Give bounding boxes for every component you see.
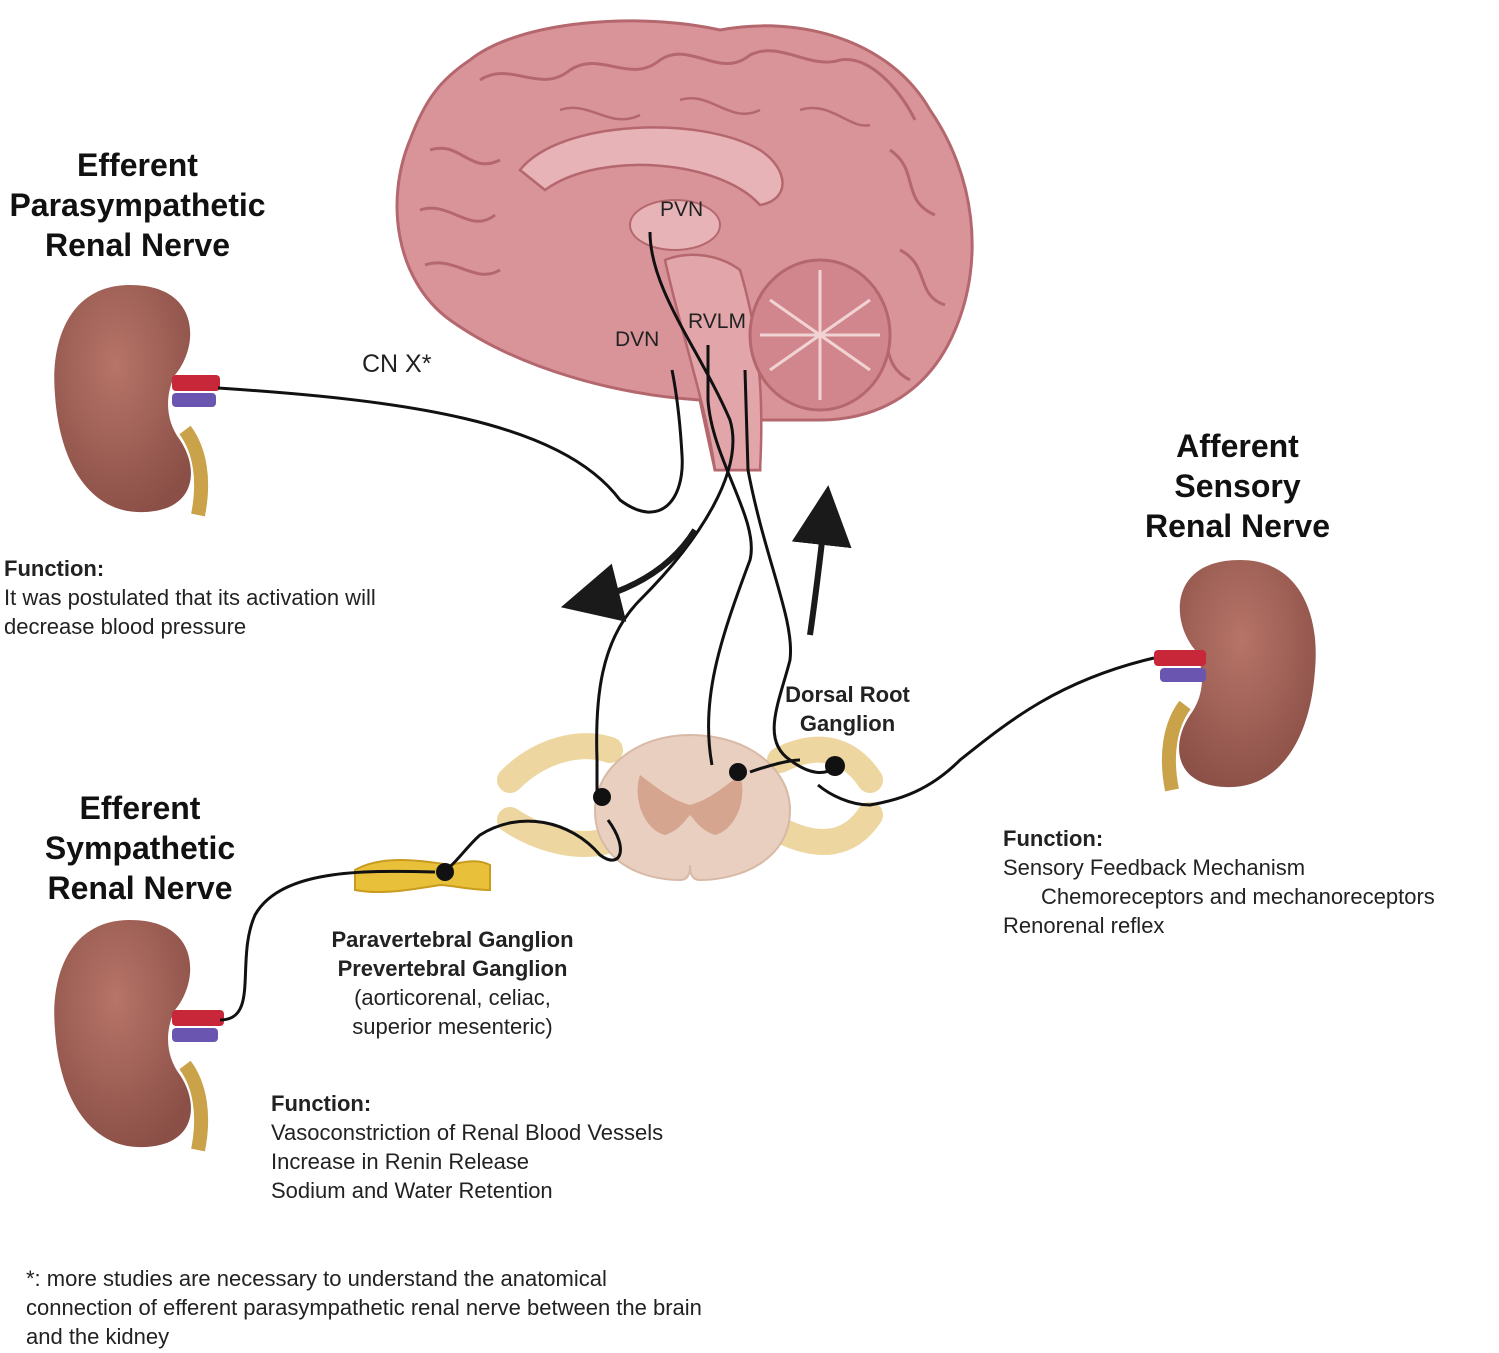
label-pvn: PVN: [660, 198, 704, 221]
spinal-cord-section: [497, 733, 883, 882]
preganglionic-fiber: [439, 819, 622, 874]
drg-line: Dorsal Root: [785, 682, 910, 707]
synapse-dot: [436, 863, 454, 881]
title-line: Renal Nerve: [45, 227, 230, 263]
function-line: Renorenal reflex: [1003, 913, 1165, 938]
drg-soma: [825, 756, 845, 776]
function-line: decrease blood pressure: [4, 614, 247, 639]
postganglionic-fiber: [219, 869, 436, 1022]
title-line: Sympathetic: [44, 830, 236, 866]
function-line: Chemoreceptors and mechanoreceptors: [1041, 884, 1435, 909]
title-sympathetic: Efferent Sympathetic Renal Nerve: [20, 788, 260, 908]
footnote: *: more studies are necessary to underst…: [26, 1264, 702, 1351]
synapse-dot: [729, 763, 747, 781]
label-rvlm: RVLM: [688, 310, 746, 333]
drg-to-dorsal-horn: [749, 758, 801, 774]
kidney-sympathetic: [54, 920, 224, 1152]
function-heading: Function:: [271, 1091, 372, 1116]
nerve-paths: [217, 231, 1155, 1022]
ganglion-line: Prevertebral Ganglion: [337, 956, 568, 981]
descending-arrow: [560, 528, 698, 622]
title-line: Sensory: [1174, 468, 1301, 504]
function-line: Sensory Feedback Mechanism: [1003, 855, 1306, 880]
label-ganglia: Paravertebral Ganglion Prevertebral Gang…: [300, 925, 605, 1041]
title-line: Afferent: [1176, 428, 1299, 464]
rvlm-pathway: [706, 345, 753, 766]
title-line: Parasympathetic: [9, 187, 266, 223]
brain-illustration: [395, 19, 974, 472]
footnote-line: *: more studies are necessary to underst…: [26, 1266, 607, 1291]
label-dorsal-root-ganglion: Dorsal Root Ganglion: [770, 680, 925, 738]
ascending-arrow: [791, 485, 852, 636]
synapse-dot: [593, 788, 611, 806]
function-sympathetic: Function: Vasoconstriction of Renal Bloo…: [271, 1089, 663, 1205]
ganglion-example: (aorticorenal, celiac,: [354, 985, 551, 1010]
title-line: Efferent: [79, 790, 201, 826]
thalamus: [629, 199, 721, 251]
paravertebral-ganglion: [354, 859, 491, 894]
kidney-afferent: [1154, 560, 1316, 792]
title-line: Renal Nerve: [1145, 508, 1330, 544]
title-parasympathetic: Efferent Parasympathetic Renal Nerve: [0, 145, 275, 265]
function-line: Vasoconstriction of Renal Blood Vessels: [271, 1120, 664, 1145]
drg-line: Ganglion: [799, 711, 896, 736]
title-line: Efferent: [77, 147, 198, 183]
function-line: Increase in Renin Release: [271, 1149, 530, 1174]
label-cn-x: CN X*: [362, 350, 432, 378]
footnote-line: connection of efferent parasympathetic r…: [26, 1295, 702, 1320]
afferent-fiber: [817, 656, 1155, 807]
function-heading: Function:: [4, 556, 105, 581]
ganglion-example: superior mesenteric): [352, 1014, 553, 1039]
title-afferent: Afferent Sensory Renal Nerve: [1130, 426, 1345, 546]
title-line: Renal Nerve: [47, 870, 233, 906]
ganglion-line: Paravertebral Ganglion: [331, 927, 574, 952]
function-heading: Function:: [1003, 826, 1104, 851]
afferent-central: [743, 369, 834, 774]
footnote-line: and the kidney: [26, 1324, 170, 1349]
corpus-callosum: [518, 126, 784, 207]
function-line: Sodium and Water Retention: [271, 1178, 553, 1203]
kidney-parasympathetic: [54, 285, 220, 517]
function-parasympathetic: Function: It was postulated that its act…: [4, 554, 376, 641]
cn-x-nerve: [217, 369, 684, 514]
brainstem: [663, 253, 763, 472]
function-line: It was postulated that its activation wi…: [4, 585, 376, 610]
pvn-descending-pathway: [595, 231, 735, 795]
synapse-markers: [436, 756, 845, 881]
label-dvn: DVN: [615, 328, 660, 351]
function-afferent: Function: Sensory Feedback Mechanism Che…: [1003, 824, 1435, 940]
